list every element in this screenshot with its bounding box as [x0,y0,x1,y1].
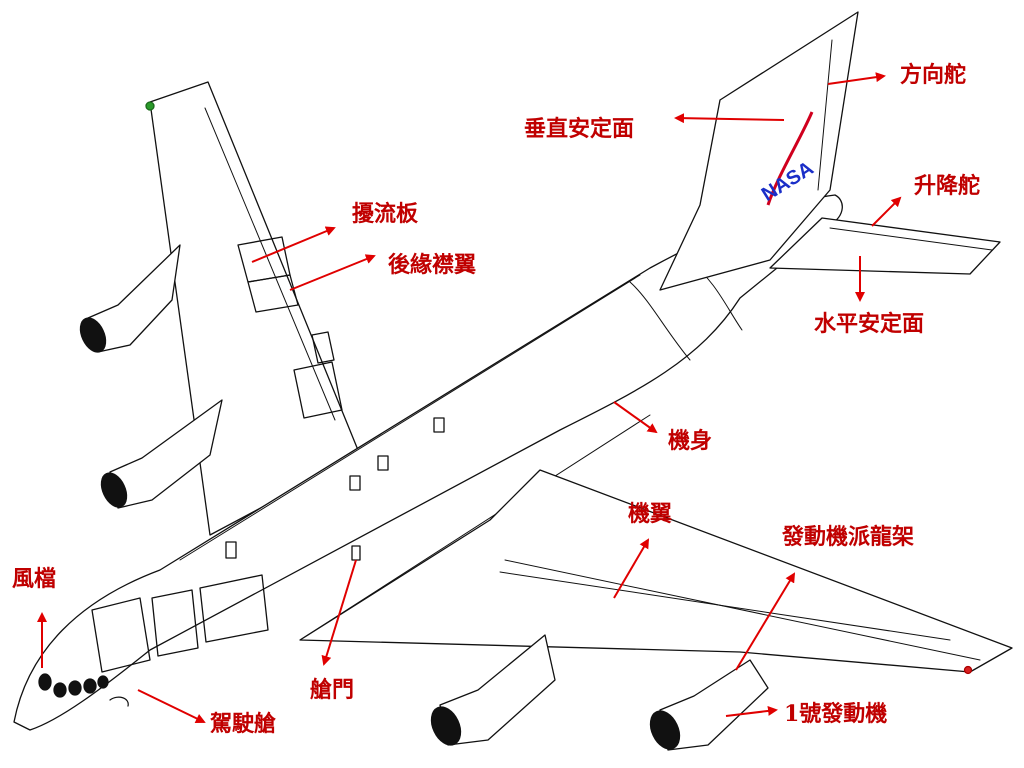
arrow-spoiler [251,226,336,263]
arrow-engine-pylon [735,572,796,671]
label-cabin-door: 艙門 [310,677,355,703]
label-spoiler: 擾流板 [352,201,419,227]
arrow-vertical-stabilizer [674,113,785,124]
label-engine-no1: 1號發動機 [784,701,888,727]
label-trailing-edge-flap: 後緣襟翼 [388,252,477,278]
arrow-cabin-door [321,559,357,666]
far-engine-upper [79,244,181,353]
arrow-wing [613,538,650,599]
arrow-fuselage [613,401,658,434]
label-wing: 機翼 [628,501,673,527]
near-engine-no1 [649,659,769,751]
arrow-elevator [871,196,902,227]
arrow-engine-no1 [725,705,778,717]
label-elevator: 升降舵 [914,173,981,199]
label-horizontal-stabilizer: 水平安定面 [814,311,925,337]
label-vertical-stabilizer: 垂直安定面 [524,116,635,142]
arrow-cockpit [137,689,206,724]
fuselage [13,194,843,731]
arrow-trailing-edge-flap [289,254,376,291]
vertical-tail [659,11,859,291]
label-cockpit: 駕駛艙 [210,711,277,737]
cockpit-area [38,574,269,707]
arrow-rudder [827,72,886,85]
label-rudder: 方向舵 [900,62,967,88]
label-fuselage: 機身 [668,428,713,454]
near-engine-inner [430,634,556,746]
label-windshield: 風檔 [12,566,57,592]
near-wing [299,469,1013,675]
far-engine-lower [100,399,223,509]
label-engine-pylon: 發動機派龍架 [782,524,915,550]
horizontal-stabilizer [769,217,1001,275]
